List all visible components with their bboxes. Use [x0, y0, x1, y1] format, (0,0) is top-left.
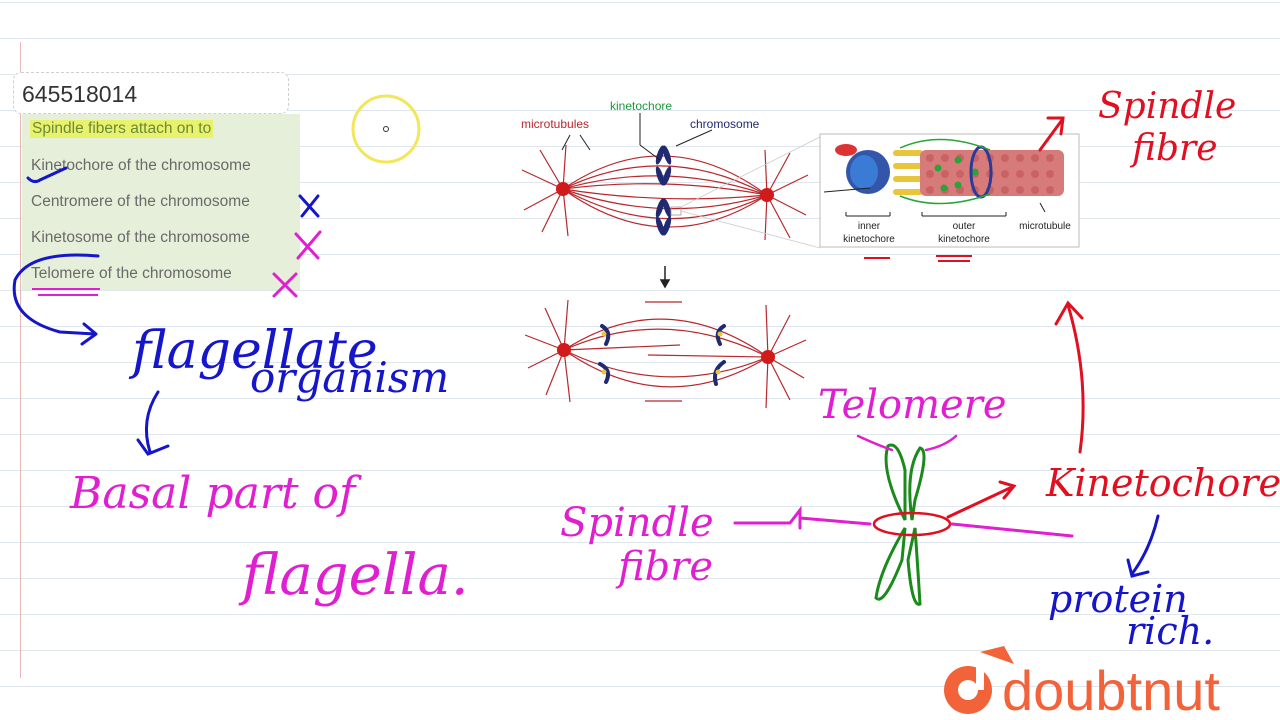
note-fibre-top: fibre — [1129, 128, 1218, 169]
check-mark-icon — [26, 166, 68, 184]
note-spindle-fibre-top: Spindle — [1098, 86, 1236, 127]
chromosome-sketch — [733, 434, 1074, 606]
brand-name: doubtnut — [1002, 659, 1220, 720]
note-fibre-mid: fibre — [615, 544, 713, 590]
note-flagellate: flagellate — [128, 321, 378, 381]
cross-icon-b — [298, 194, 320, 218]
label-chromosome: chromosome — [690, 117, 760, 131]
label-outer: outer — [953, 221, 976, 232]
label-microtubule: microtubule — [1019, 221, 1071, 232]
cross-icon-c — [294, 230, 322, 260]
option-b[interactable]: Centromere of the chromosome — [31, 193, 250, 210]
option-c[interactable]: Kinetosome of the chromosome — [31, 229, 250, 246]
red-arrow-up-icon — [1054, 300, 1085, 454]
doubtnut-logo: doubtnut — [944, 646, 1220, 720]
note-basal-part: Basal part of — [69, 468, 362, 519]
margin-line — [20, 42, 21, 678]
note-spindle-mid: Spindle — [560, 500, 714, 546]
note-flagella: flagella. — [238, 543, 469, 608]
red-arrow-spindle-icon — [1038, 116, 1065, 152]
label-microtubules: microtubules — [521, 117, 589, 131]
inset-underlines — [864, 255, 972, 262]
label-inner-kinetochore: kinetochore — [843, 234, 895, 245]
down-arrow-icon — [659, 266, 671, 289]
note-kinetochore: Kinetochore — [1045, 461, 1280, 505]
option-a[interactable]: Kinetochore of the chromosome — [31, 157, 251, 174]
kinetochore-inset: inner kinetochore outer kinetochore micr… — [819, 133, 1080, 248]
cursor-highlight — [351, 94, 421, 164]
note-telomere: Telomere — [818, 382, 1007, 428]
label-inner: inner — [858, 221, 881, 232]
option-d[interactable]: Telomere of the chromosome — [31, 265, 232, 282]
question-id: 645518014 — [13, 72, 289, 114]
question-text: Spindle fibers attach on to — [30, 120, 214, 138]
label-kinetochore: kinetochore — [610, 99, 672, 113]
note-organism: organism — [250, 353, 449, 402]
note-rich: rich. — [1126, 609, 1214, 653]
blue-arrow-icon — [12, 253, 100, 346]
question-panel — [22, 114, 300, 290]
blue-arrow-protein-icon — [1126, 514, 1160, 578]
note-protein: protein — [1048, 577, 1188, 621]
spindle-diagram-anaphase — [524, 299, 807, 409]
cross-icon-d — [272, 272, 298, 298]
spindle-diagram-metaphase: microtubules kinetochore chromosome — [521, 99, 821, 249]
blue-down-arrow-icon — [136, 390, 170, 456]
telomere-underline — [32, 288, 100, 296]
label-outer-kinetochore: kinetochore — [938, 234, 990, 245]
